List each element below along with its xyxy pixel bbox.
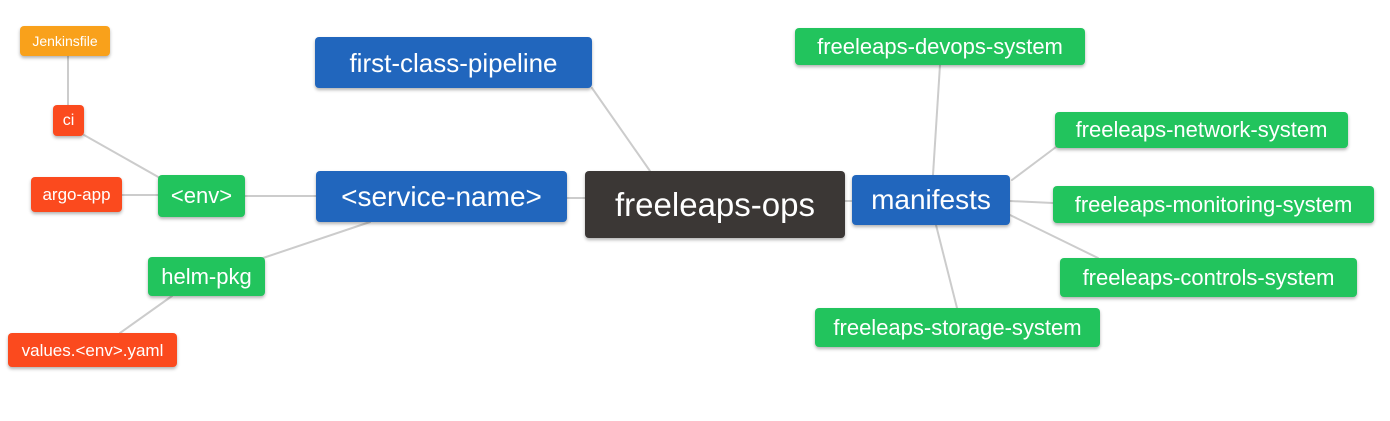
- edge-manifests-storage: [935, 224, 958, 309]
- node-helm-pkg[interactable]: helm-pkg: [148, 257, 265, 296]
- edge-pipeline-ops: [591, 87, 651, 172]
- node-service-name[interactable]: <service-name>: [316, 171, 567, 222]
- edge-manifests-network: [1011, 146, 1057, 181]
- edge-helm-pkg-values: [119, 295, 173, 334]
- node-first-class-pipeline[interactable]: first-class-pipeline: [315, 37, 592, 88]
- node-jenkinsfile[interactable]: Jenkinsfile: [20, 26, 110, 56]
- node-freeleaps-monitoring-system[interactable]: freeleaps-monitoring-system: [1053, 186, 1374, 223]
- edge-ci-env: [83, 134, 161, 179]
- node-freeleaps-controls-system[interactable]: freeleaps-controls-system: [1060, 258, 1357, 297]
- node-freeleaps-ops[interactable]: freeleaps-ops: [585, 171, 845, 238]
- node-argo-app[interactable]: argo-app: [31, 177, 122, 212]
- node-freeleaps-network-system[interactable]: freeleaps-network-system: [1055, 112, 1348, 148]
- edge-manifests-devops: [932, 64, 941, 176]
- node-manifests[interactable]: manifests: [852, 175, 1010, 225]
- node-ci[interactable]: ci: [53, 105, 84, 136]
- node-freeleaps-devops-system[interactable]: freeleaps-devops-system: [795, 28, 1085, 65]
- edge-manifests-monitoring: [1009, 200, 1054, 204]
- edge-service-name-helm-pkg: [262, 221, 371, 259]
- node-values-env-yaml[interactable]: values.<env>.yaml: [8, 333, 177, 367]
- node-env[interactable]: <env>: [158, 175, 245, 217]
- node-freeleaps-storage-system[interactable]: freeleaps-storage-system: [815, 308, 1100, 347]
